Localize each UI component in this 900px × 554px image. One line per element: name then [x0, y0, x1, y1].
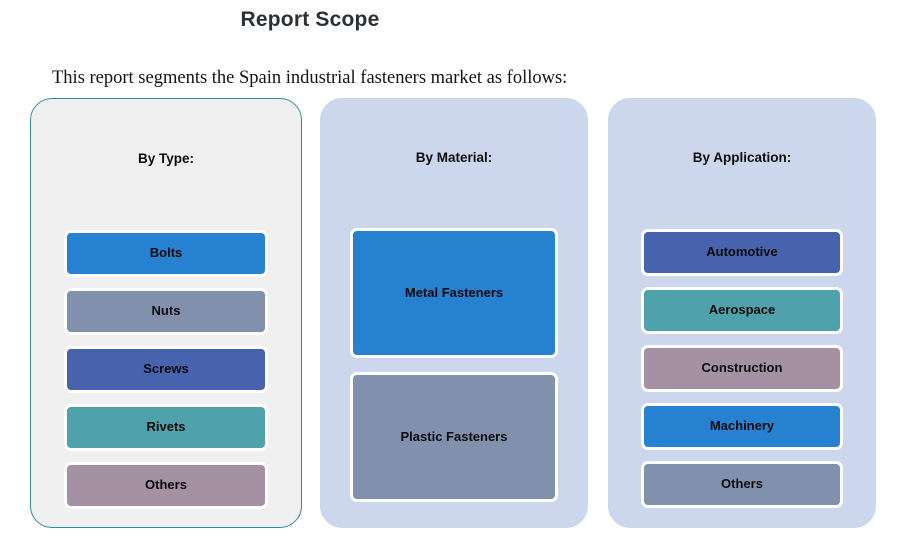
segment-chip-screws[interactable]: Screws	[64, 346, 268, 393]
segment-chip-automotive[interactable]: Automotive	[641, 229, 843, 276]
segment-chip-label: Screws	[143, 361, 189, 377]
segment-column-title-by-material: By Material:	[415, 150, 493, 165]
segment-chip-label: Plastic Fasteners	[400, 428, 508, 444]
segment-column-by-material: By Material: Metal Fasteners Plastic Fas…	[320, 98, 588, 528]
segment-chip-label: Bolts	[149, 245, 183, 261]
segment-chip-label: Automotive	[706, 244, 778, 260]
segment-column-title-by-type: By Type:	[137, 151, 194, 166]
segment-chip-label: Machinery	[709, 418, 775, 434]
segment-chip-label: Metal Fasteners	[404, 284, 504, 300]
segment-chip-machinery[interactable]: Machinery	[641, 403, 843, 450]
segment-column-by-type: By Type: Bolts Nuts Screws Rivets Others	[30, 98, 302, 528]
segment-chip-list-by-application: Automotive Aerospace Construction Machin…	[608, 98, 876, 528]
segment-chip-bolts[interactable]: Bolts	[64, 230, 268, 277]
report-subtitle: This report segments the Spain industria…	[52, 68, 568, 88]
segment-chip-nuts[interactable]: Nuts	[64, 288, 268, 335]
segmentation-columns: By Type: Bolts Nuts Screws Rivets Others…	[0, 98, 900, 530]
segment-chip-rivets[interactable]: Rivets	[64, 404, 268, 451]
segment-chip-label: Others	[145, 477, 187, 493]
segment-chip-others-type[interactable]: Others	[64, 462, 268, 509]
segment-chip-label: Nuts	[151, 303, 181, 319]
segment-chip-label: Others	[721, 476, 763, 492]
segment-chip-label: Aerospace	[708, 302, 776, 318]
segment-column-title-by-application: By Application:	[692, 150, 792, 165]
segment-chip-construction[interactable]: Construction	[641, 345, 843, 392]
segment-chip-others-application[interactable]: Others	[641, 461, 843, 508]
segment-chip-aerospace[interactable]: Aerospace	[641, 287, 843, 334]
segment-chip-label: Rivets	[146, 419, 186, 435]
segment-chip-plastic-fasteners[interactable]: Plastic Fasteners	[350, 372, 558, 502]
segment-chip-list-by-type: Bolts Nuts Screws Rivets Others	[31, 99, 301, 527]
segment-chip-metal-fasteners[interactable]: Metal Fasteners	[350, 228, 558, 358]
segment-chip-list-by-material: Metal Fasteners Plastic Fasteners	[320, 98, 588, 528]
page-title: Report Scope	[240, 8, 380, 31]
segment-column-by-application: By Application: Automotive Aerospace Con…	[608, 98, 876, 528]
segment-chip-label: Construction	[701, 360, 783, 376]
